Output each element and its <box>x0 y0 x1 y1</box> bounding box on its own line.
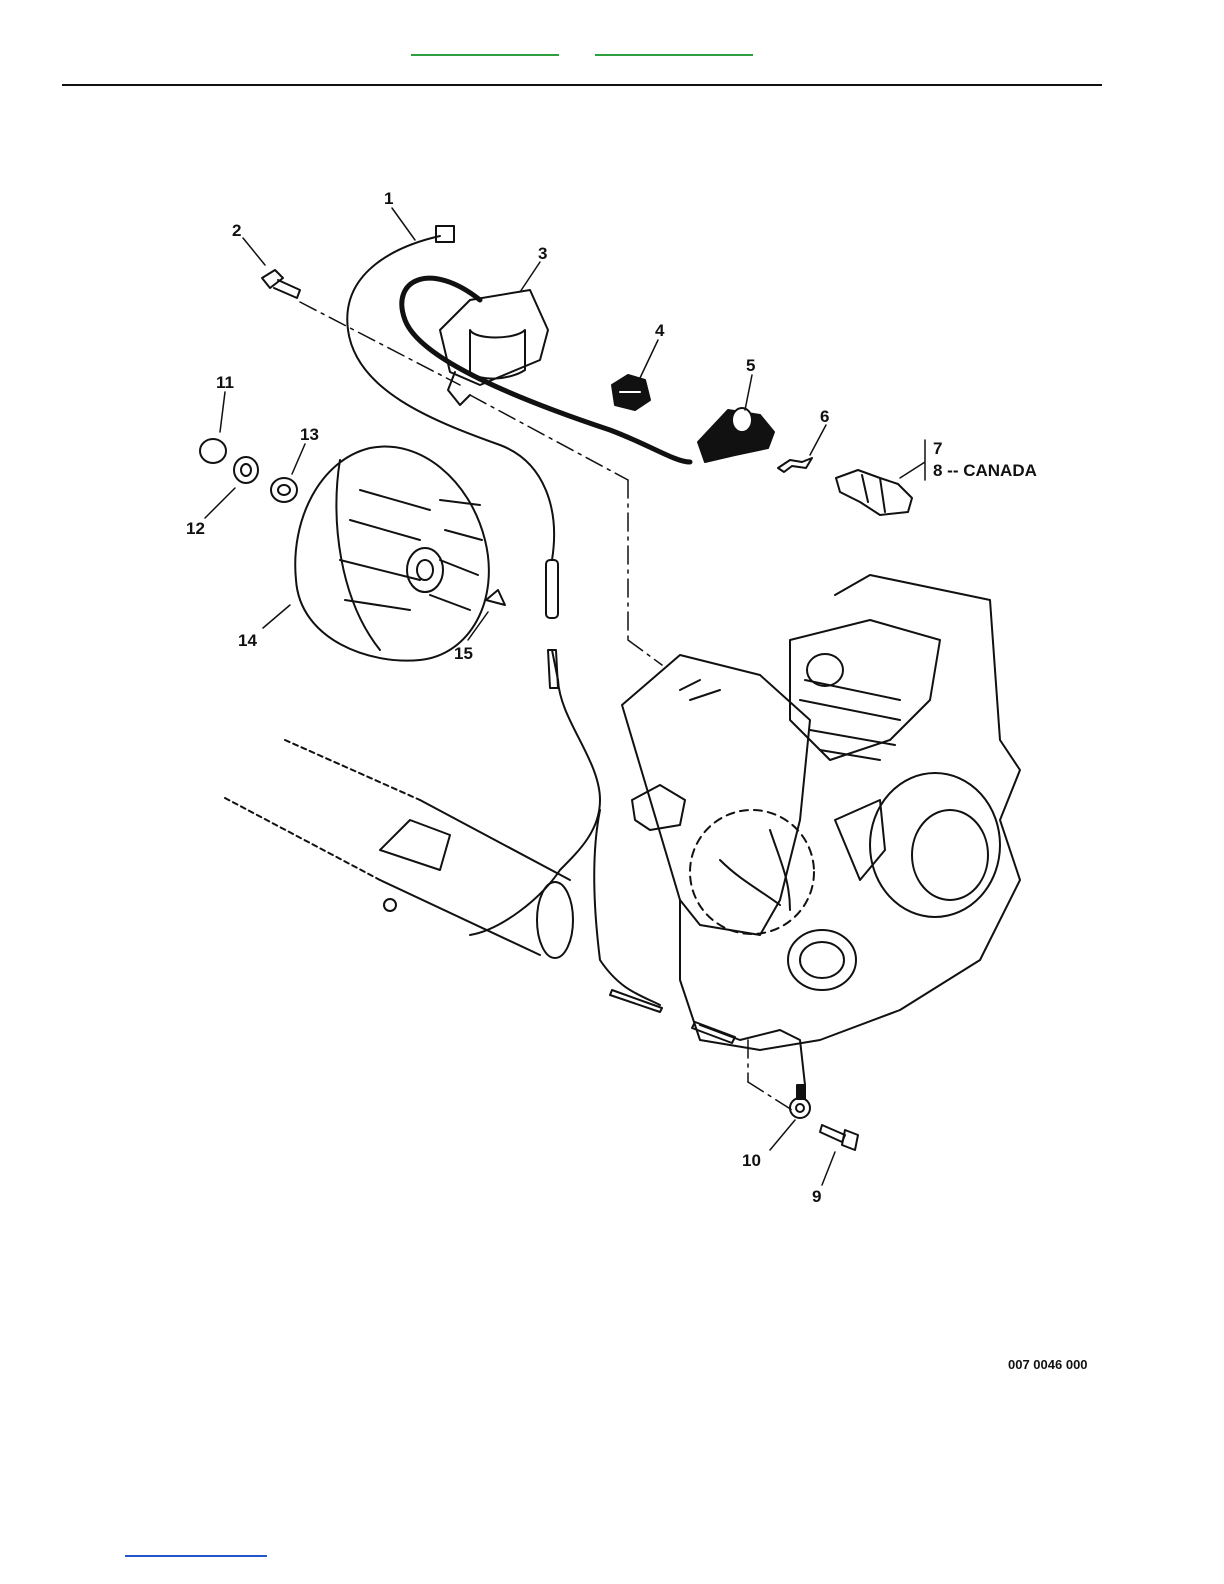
callout-8-canada: 8 -- CANADA <box>933 461 1037 480</box>
stop-switch-wires <box>470 650 805 1085</box>
grommet-part-4 <box>612 375 650 410</box>
spark-plug-boot-part-5 <box>698 408 774 462</box>
callout-2: 2 <box>232 221 241 240</box>
spring-part-6 <box>778 458 812 472</box>
boom-tube <box>225 740 573 958</box>
ignition-module-part-3 <box>402 278 690 462</box>
nut-part-11 <box>200 439 226 463</box>
engine-assembly <box>622 575 1020 1050</box>
callout-14: 14 <box>238 631 257 650</box>
callout-6: 6 <box>820 407 829 426</box>
callout-12: 12 <box>186 519 205 538</box>
callout-11: 11 <box>216 373 234 392</box>
callout-13: 13 <box>300 425 319 444</box>
callout-15: 15 <box>454 644 473 663</box>
callout-10: 10 <box>742 1151 761 1170</box>
callout-5: 5 <box>746 356 755 375</box>
washer-part-13 <box>271 478 297 502</box>
screw-part-2 <box>262 270 300 298</box>
callout-4: 4 <box>655 321 665 340</box>
footer-link[interactable] <box>125 1555 267 1557</box>
flywheel-part-14 <box>295 447 489 661</box>
callout-9: 9 <box>812 1187 821 1206</box>
callout-1: 1 <box>384 189 393 208</box>
washer-part-12 <box>234 457 258 483</box>
callout-3: 3 <box>538 244 547 263</box>
callout-leaders <box>205 208 925 1185</box>
ring-terminal-part-10 <box>790 1085 810 1118</box>
screw-part-9 <box>820 1125 858 1150</box>
callout-7: 7 <box>933 439 942 458</box>
key-part-15 <box>486 590 505 605</box>
drawing-code: 007 0046 000 <box>1008 1357 1088 1372</box>
